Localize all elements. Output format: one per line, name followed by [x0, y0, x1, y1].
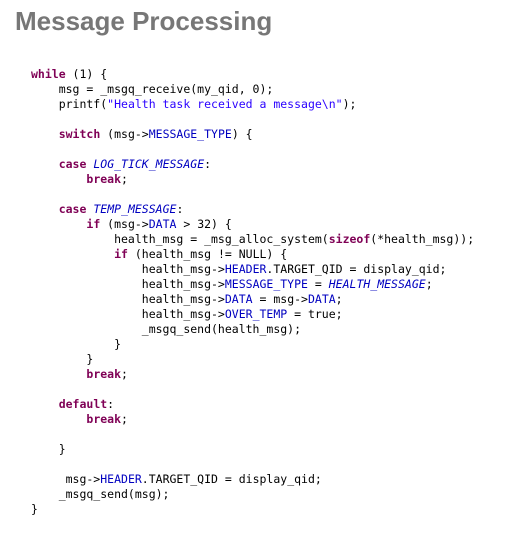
- code-token: [31, 412, 86, 426]
- code-token: TEMP_MESSAGE: [93, 202, 177, 216]
- code-line: [31, 112, 474, 127]
- code-token: :: [204, 157, 212, 171]
- code-token: .TARGET_QID = display_qid;: [141, 472, 322, 486]
- code-token: ;: [335, 292, 343, 306]
- code-line: msg->HEADER.TARGET_QID = display_qid;: [31, 472, 474, 487]
- page-title: Message Processing: [15, 6, 273, 36]
- code-token: break: [86, 172, 122, 186]
- code-token: switch: [58, 127, 101, 141]
- code-token: = true;: [287, 307, 343, 321]
- code-token: (health_msg != NULL) {: [127, 247, 288, 261]
- code-token: msg = _msgq_receive(my_qid, 0);: [31, 82, 274, 96]
- code-token: [31, 127, 59, 141]
- code-token: if: [86, 217, 101, 231]
- code-token: sizeof: [328, 232, 371, 246]
- code-token: health_msg->: [31, 262, 225, 276]
- code-block: while (1) { msg = _msgq_receive(my_qid, …: [31, 67, 474, 517]
- code-line: health_msg->DATA = msg->DATA;: [31, 292, 474, 307]
- code-token: HEADER: [224, 262, 267, 276]
- code-token: (1) {: [65, 67, 108, 81]
- code-token: }: [31, 442, 66, 456]
- code-token: break: [86, 412, 122, 426]
- code-token: [31, 172, 86, 186]
- code-token: }: [31, 352, 94, 366]
- code-line: [31, 187, 474, 202]
- code-token: ;: [121, 367, 128, 381]
- code-line: if (msg->DATA > 32) {: [31, 217, 474, 232]
- code-line: }: [31, 352, 474, 367]
- code-token: ) {: [231, 127, 253, 141]
- code-token: health_msg->: [31, 277, 225, 291]
- code-token: ;: [425, 277, 433, 291]
- code-token: );: [342, 97, 357, 111]
- code-token: while: [31, 67, 66, 81]
- code-token: (*health_msg));: [370, 232, 475, 246]
- code-token: break: [86, 367, 122, 381]
- code-line: printf("Health task received a message\n…: [31, 97, 474, 112]
- code-token: [31, 367, 86, 381]
- code-token: _msgq_send(health_msg);: [31, 322, 302, 336]
- code-line: while (1) {: [31, 67, 474, 82]
- code-token: HEALTH_MESSAGE: [328, 277, 426, 291]
- code-line: health_msg->HEADER.TARGET_QID = display_…: [31, 262, 474, 277]
- code-line: switch (msg->MESSAGE_TYPE) {: [31, 127, 474, 142]
- code-token: [31, 217, 86, 231]
- code-token: }: [31, 337, 122, 351]
- code-token: DATA: [307, 292, 336, 306]
- code-token: ;: [121, 412, 128, 426]
- code-line: }: [31, 442, 474, 457]
- code-token: [31, 247, 114, 261]
- code-token: HEADER: [100, 472, 142, 486]
- code-token: printf(: [31, 97, 108, 111]
- code-line: }: [31, 502, 474, 517]
- code-token: LOG_TICK_MESSAGE: [93, 157, 205, 171]
- code-token: [31, 157, 59, 171]
- code-token: case: [58, 202, 87, 216]
- code-line: break;: [31, 172, 474, 187]
- code-line: case LOG_TICK_MESSAGE:: [31, 157, 474, 172]
- code-token: _msgq_send(msg);: [31, 487, 170, 501]
- code-token: ;: [121, 172, 128, 186]
- code-token: = msg->: [252, 292, 308, 306]
- code-token: :: [107, 397, 115, 411]
- code-token: "Health task received a message\n": [107, 97, 343, 111]
- code-token: health_msg->: [31, 292, 225, 306]
- code-token: OVER_TEMP: [224, 307, 288, 321]
- code-token: [31, 202, 59, 216]
- code-token: (msg->: [100, 217, 149, 231]
- code-token: .TARGET_QID = display_qid;: [266, 262, 447, 276]
- code-token: if: [114, 247, 128, 261]
- code-token: MESSAGE_TYPE: [148, 127, 232, 141]
- code-token: :: [176, 202, 184, 216]
- code-line: case TEMP_MESSAGE:: [31, 202, 474, 217]
- code-line: health_msg = _msg_alloc_system(sizeof(*h…: [31, 232, 474, 247]
- code-line: [31, 142, 474, 157]
- code-token: health_msg->: [31, 307, 225, 321]
- code-token: health_msg = _msg_alloc_system(: [31, 232, 329, 246]
- code-token: > 32) {: [176, 217, 232, 231]
- code-line: msg = _msgq_receive(my_qid, 0);: [31, 82, 474, 97]
- code-token: DATA: [224, 292, 253, 306]
- code-token: (msg->: [100, 127, 149, 141]
- code-token: }: [31, 502, 38, 516]
- code-line: [31, 457, 474, 472]
- code-line: health_msg->OVER_TEMP = true;: [31, 307, 474, 322]
- code-line: health_msg->MESSAGE_TYPE = HEALTH_MESSAG…: [31, 277, 474, 292]
- code-token: DATA: [148, 217, 177, 231]
- code-token: case: [58, 157, 87, 171]
- code-line: [31, 382, 474, 397]
- code-line: break;: [31, 367, 474, 382]
- code-line: _msgq_send(msg);: [31, 487, 474, 502]
- code-line: break;: [31, 412, 474, 427]
- code-token: [31, 397, 59, 411]
- code-line: [31, 427, 474, 442]
- code-line: if (health_msg != NULL) {: [31, 247, 474, 262]
- code-line: }: [31, 337, 474, 352]
- code-token: msg->: [31, 472, 101, 486]
- code-token: default: [58, 397, 108, 411]
- code-line: _msgq_send(health_msg);: [31, 322, 474, 337]
- code-token: =: [307, 277, 329, 291]
- code-token: MESSAGE_TYPE: [224, 277, 308, 291]
- code-line: default:: [31, 397, 474, 412]
